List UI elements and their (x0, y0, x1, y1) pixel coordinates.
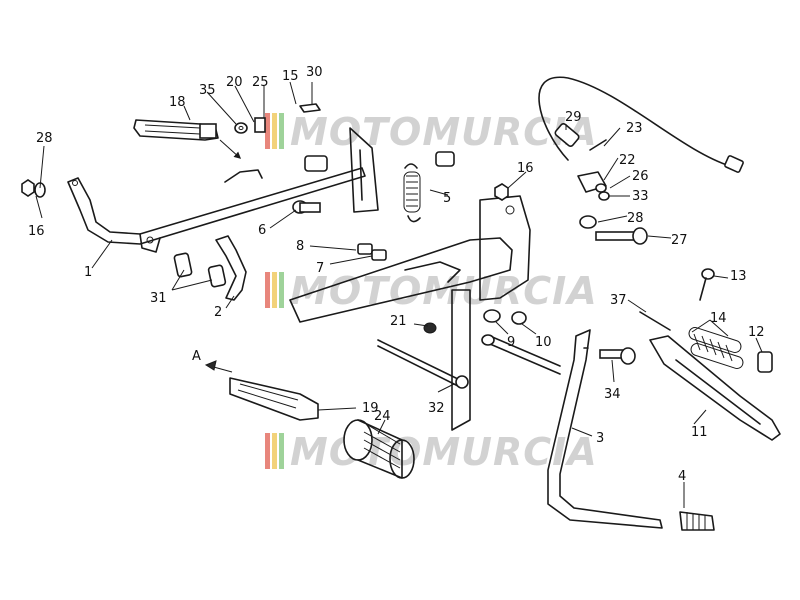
callout-14: 14 (710, 311, 727, 326)
watermark-stripe-yellow (272, 272, 277, 308)
callout-28-left: 28 (36, 131, 53, 146)
direction-label: A (192, 349, 201, 364)
watermark-stripe-green (279, 433, 284, 469)
callout-29: 29 (565, 110, 582, 125)
callout-1: 1 (84, 265, 92, 280)
callout-numbers: 1 2 3 4 5 6 7 8 9 10 11 12 13 14 15 16 1… (28, 65, 765, 484)
callout-16-right: 16 (517, 161, 534, 176)
callout-2: 2 (214, 305, 222, 320)
washer-28-right (579, 215, 597, 229)
callout-34: 34 (604, 387, 621, 402)
side-stand-11 (649, 335, 781, 441)
bolt-27 (595, 227, 648, 245)
callout-16-left: 16 (28, 224, 45, 239)
long-bolt-32 (377, 339, 469, 389)
callout-35: 35 (199, 83, 216, 98)
callout-27: 27 (671, 233, 688, 248)
watermark-stripe-red (265, 113, 270, 149)
watermark-text: MOTOMURCIA (290, 269, 598, 313)
callout-23: 23 (626, 121, 643, 136)
footpeg-rubber-lower (229, 377, 319, 421)
callout-18: 18 (169, 95, 186, 110)
callout-19: 19 (362, 401, 379, 416)
watermark-text: MOTOMURCIA (290, 110, 598, 154)
callout-37: 37 (610, 293, 627, 308)
springs-14 (688, 327, 744, 369)
nut-16-left (21, 179, 35, 197)
rubber-pad-12 (757, 351, 773, 373)
watermark-stripe-yellow (272, 113, 277, 149)
bushing-right (435, 151, 455, 167)
callout-21: 21 (390, 314, 407, 329)
washer-10 (511, 311, 527, 325)
nut-9 (483, 309, 501, 323)
callout-22: 22 (619, 153, 636, 168)
bush-8 (357, 243, 373, 255)
spacer-31a (173, 252, 193, 278)
footpeg-rubber-upper (133, 119, 219, 141)
nut-21 (423, 322, 437, 334)
spring-5 (403, 163, 421, 223)
callout-24: 24 (374, 409, 391, 424)
callout-33: 33 (632, 189, 649, 204)
upper-bracket (349, 127, 379, 213)
callout-7: 7 (316, 261, 324, 276)
spacer-31b (207, 264, 227, 288)
callout-26: 26 (632, 169, 649, 184)
washer-35 (234, 122, 248, 134)
callout-28-right: 28 (627, 211, 644, 226)
callout-11: 11 (691, 425, 708, 440)
central-stand-frame (289, 195, 531, 431)
rubber-grip-4 (679, 511, 715, 531)
callout-13: 13 (730, 269, 747, 284)
watermark-text: MOTOMURCIA (290, 430, 598, 474)
centre-stand-3 (481, 329, 663, 529)
callout-15: 15 (282, 69, 299, 84)
callout-8: 8 (296, 239, 304, 254)
callout-20: 20 (226, 75, 243, 90)
leader-lines (35, 81, 763, 508)
watermark-stripe-red (265, 272, 270, 308)
footpeg-bar (67, 167, 366, 253)
direction-arrow-a: A (192, 349, 233, 373)
callout-31: 31 (150, 291, 167, 306)
watermark-middle: MOTOMURCIA (265, 269, 598, 313)
callout-4: 4 (678, 469, 686, 484)
watermark-stripe-green (279, 113, 284, 149)
nut-16-right (494, 183, 509, 201)
callout-3: 3 (596, 431, 604, 446)
callout-32: 32 (428, 401, 445, 416)
bolt-13 (699, 268, 715, 301)
callout-30: 30 (306, 65, 323, 80)
bolt-6 (292, 200, 321, 214)
callout-12: 12 (748, 325, 765, 340)
bush-7 (371, 249, 387, 261)
callout-25: 25 (252, 75, 269, 90)
spring-pin-30 (299, 103, 321, 113)
callout-10: 10 (535, 335, 552, 350)
footpeg-bracket-2 (215, 235, 247, 301)
callout-9: 9 (507, 335, 515, 350)
rubber-cylinder-24 (343, 419, 415, 479)
watermark-bottom: MOTOMURCIA (265, 430, 598, 474)
callout-5: 5 (443, 191, 451, 206)
cable-29 (538, 76, 744, 173)
pin-20 (254, 117, 266, 133)
watermark-stripe-yellow (272, 433, 277, 469)
watermark-top: MOTOMURCIA (265, 110, 598, 154)
bolt-34 (599, 347, 636, 365)
bushing-upper (304, 155, 328, 172)
pin-37 (639, 311, 671, 331)
callout-6: 6 (258, 223, 266, 238)
watermark-stripe-red (265, 433, 270, 469)
watermark-stripe-green (279, 272, 284, 308)
